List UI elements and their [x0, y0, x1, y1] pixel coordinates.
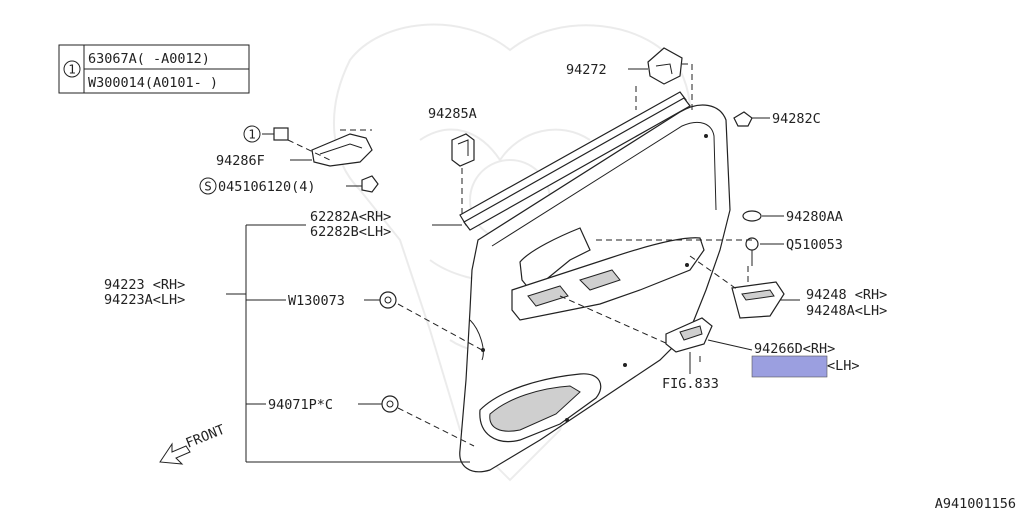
ref-table-row-1: 63067A( -A0012) — [88, 51, 210, 67]
ref-table-row-2: W300014(A0101- ) — [88, 75, 218, 91]
pocket-94248-part — [731, 281, 785, 319]
label-62282a: 62282A<RH> — [310, 209, 391, 225]
lh-variant-highlight — [751, 355, 828, 378]
ref-table-callout: 1 — [68, 62, 76, 77]
switch-panel-94266d-part — [665, 317, 713, 353]
clip-94071p-part — [381, 395, 399, 413]
label-94248: 94248 <RH> — [806, 287, 887, 303]
front-label: FRONT — [184, 422, 228, 452]
label-94286f: 94286F — [216, 153, 265, 169]
label-94282c: 94282C — [772, 111, 821, 127]
clip-94285a-part — [451, 133, 475, 167]
label-fig833: FIG.833 — [662, 376, 719, 392]
label-94280aa: 94280AA — [786, 209, 843, 225]
leader-lines — [226, 68, 800, 463]
door-trim-panel — [459, 104, 731, 473]
screw-q510053-part — [745, 237, 759, 266]
weatherstrip-part — [459, 91, 691, 231]
label-94248a: 94248A<LH> — [806, 303, 887, 319]
label-94223a: 94223A<LH> — [104, 292, 185, 308]
ref-callout-number: 1 — [248, 127, 256, 142]
diagram-code: A941001156 — [935, 496, 1016, 512]
label-94266d: 94266D<RH> — [754, 341, 835, 357]
screw-symbol-circle — [199, 177, 217, 195]
front-arrow: FRONT — [159, 422, 228, 465]
dashed-guides — [287, 63, 752, 447]
clip-94272-part — [647, 47, 683, 85]
label-screw-045106120: 045106120(4) — [218, 179, 316, 195]
ref-callout-circle — [243, 125, 261, 143]
label-w130073: W130073 — [288, 293, 345, 309]
label-94272: 94272 — [566, 62, 607, 78]
label-lh-suffix: <LH> — [827, 358, 860, 374]
label-94071p: 94071P*C — [268, 397, 333, 413]
label-94285a: 94285A — [428, 106, 477, 122]
clip-w130073-part — [379, 291, 397, 309]
bracket-94286f-part — [273, 127, 379, 193]
grommet-94280aa-part — [742, 210, 762, 222]
screw-symbol: S — [204, 179, 212, 194]
label-q510053: Q510053 — [786, 237, 843, 253]
clip-94282c-part — [733, 111, 753, 127]
label-94223: 94223 <RH> — [104, 277, 185, 293]
reference-table: 1 63067A( -A0012) W300014(A0101- ) — [58, 44, 250, 94]
label-62282b: 62282B<LH> — [310, 224, 391, 240]
